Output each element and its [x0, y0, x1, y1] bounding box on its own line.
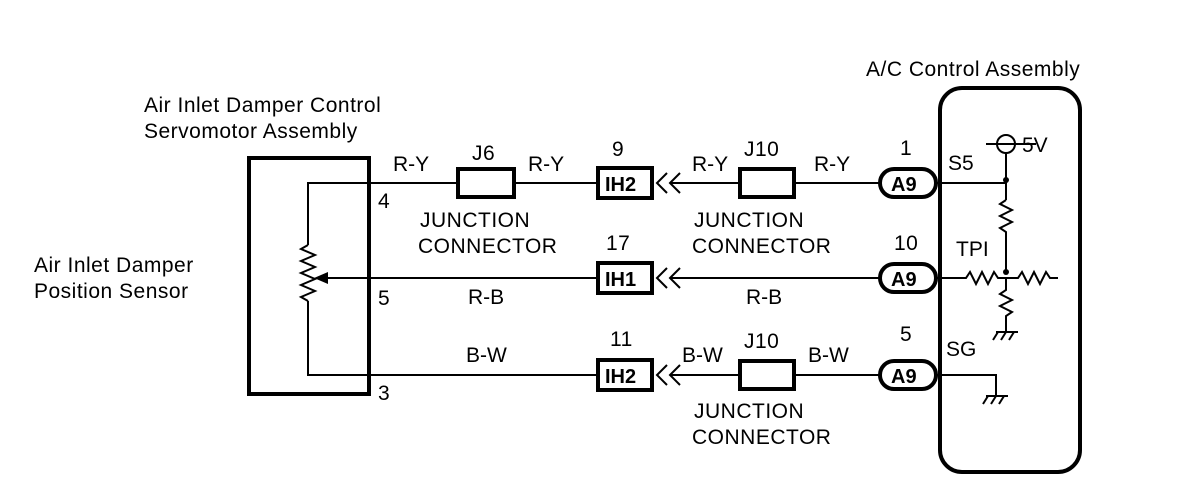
- wire-3-color-right: B-W: [808, 344, 849, 367]
- j6-connector: [456, 167, 516, 199]
- sensor-label-line2: Position Sensor: [34, 280, 189, 303]
- ih2-bottom-connector: [596, 358, 654, 392]
- ground-icon-lower: [982, 395, 1008, 405]
- wire-3-color-left: B-W: [466, 344, 507, 367]
- a9-top-pin: 1: [900, 137, 912, 160]
- ih1-label: IH1: [605, 269, 636, 291]
- ih2-bottom-label: IH2: [605, 366, 636, 388]
- wire-2-color-left: R-B: [468, 286, 504, 309]
- wire-1-color-left: R-Y: [393, 153, 429, 176]
- ih2-top-chevron-1: [655, 172, 668, 194]
- tpi-output-resistor: [1006, 269, 1058, 287]
- pin-4: 4: [378, 190, 390, 213]
- sensor-label-line1: Air Inlet Damper: [34, 254, 194, 277]
- wire-1-color-mid: R-Y: [528, 153, 564, 176]
- ih2-top-pin: 9: [612, 138, 624, 161]
- sg-ground-lead: [936, 374, 997, 396]
- wire-2-color-right: R-B: [746, 286, 782, 309]
- connector-label-2: CONNECTOR: [692, 235, 831, 258]
- j10-top-label: J10: [744, 138, 779, 161]
- ih1-chevron-1: [655, 267, 668, 289]
- ih2-top-label: IH2: [605, 174, 636, 196]
- a9-bottom-label: A9: [891, 366, 917, 388]
- a9-bottom-pin: 5: [900, 323, 912, 346]
- sensor-bottom-lead: [307, 301, 369, 376]
- servomotor-title-line2: Servomotor Assembly: [144, 120, 358, 143]
- servomotor-title-line1: Air Inlet Damper Control: [144, 94, 381, 117]
- servomotor-box: [247, 156, 371, 396]
- tpi-terminal-label: TPI: [956, 238, 989, 261]
- junction-label-3: JUNCTION: [694, 400, 804, 423]
- ac-control-title: A/C Control Assembly: [866, 58, 1080, 81]
- ih1-pin: 17: [606, 232, 630, 255]
- lower-resistor: [997, 278, 1015, 332]
- s5-terminal-label: S5: [948, 152, 974, 175]
- ih2-bottom-pin: 11: [610, 328, 633, 351]
- pin-3: 3: [378, 382, 390, 405]
- potentiometer-resistor: [298, 244, 318, 302]
- wire-1-color-right: R-Y: [814, 153, 850, 176]
- ac-control-box: [938, 86, 1082, 474]
- ih2-bottom-chevron-1: [655, 364, 668, 386]
- ih2-top-connector: [596, 166, 654, 200]
- tpi-input-resistor: [936, 269, 1006, 287]
- tpi-junction-dot: [1003, 269, 1009, 275]
- j10-top-connector: [738, 167, 796, 199]
- junction-label-1: JUNCTION: [420, 209, 530, 232]
- connector-label-1: CONNECTOR: [418, 235, 557, 258]
- wire-3-color-ih: B-W: [682, 344, 723, 367]
- a9-mid-pin: 10: [894, 232, 918, 255]
- j6-label: J6: [472, 142, 495, 165]
- sensor-top-lead: [307, 182, 369, 245]
- wire-1-color-ih: R-Y: [692, 153, 728, 176]
- connector-label-3: CONNECTOR: [692, 426, 831, 449]
- sg-terminal-label: SG: [946, 338, 976, 361]
- ground-icon-upper: [992, 331, 1018, 341]
- s5-junction-dot: [1003, 177, 1009, 183]
- wiper-arrow: [314, 272, 328, 284]
- a9-mid-label: A9: [891, 269, 917, 291]
- j10-bottom-label: J10: [744, 330, 779, 353]
- j10-bottom-connector: [738, 359, 796, 391]
- a9-top-label: A9: [891, 174, 917, 196]
- upper-resistor: [997, 199, 1015, 272]
- ih1-connector: [596, 261, 654, 295]
- junction-label-2: JUNCTION: [694, 209, 804, 232]
- pin-5: 5: [378, 287, 390, 310]
- supply-voltage-label: 5V: [1022, 134, 1048, 157]
